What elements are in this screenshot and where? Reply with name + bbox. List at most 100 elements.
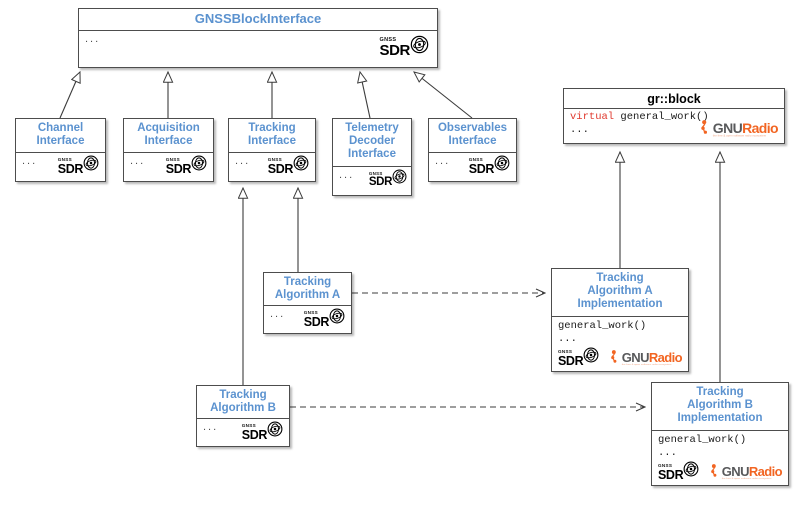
gnuradio-logo: GNURadio the free & open software radio … xyxy=(710,463,783,482)
title-line: Interface xyxy=(448,134,497,147)
class-method-general-work: general_work() xyxy=(658,434,747,446)
members-ellipsis: ... xyxy=(270,308,286,320)
members-ellipsis: ... xyxy=(22,155,38,167)
gnuradio-antenna-icon xyxy=(710,463,721,482)
edge-observables-to-gnssblockinterface xyxy=(414,72,473,119)
class-members-gr-block: virtual general_work() ... GNURadio xyxy=(564,109,784,143)
title-line: Tracking xyxy=(596,272,644,284)
gnss-logo-orbit-icon xyxy=(329,308,345,328)
gnss-logo-small-text: GNSS xyxy=(368,171,383,177)
members-ellipsis: ... xyxy=(339,169,355,181)
title-line: Tracking xyxy=(219,389,267,401)
class-members-telemetry-decoder-interface: ... GNSS SDR xyxy=(333,167,411,195)
title-line: Implementation xyxy=(677,411,763,424)
gnuradio-logo-gnu-text: GNU xyxy=(712,119,743,136)
gnss-logo-big-text: SDR xyxy=(303,314,330,329)
gnss-logo-small-text: GNSS xyxy=(558,348,573,354)
members-ellipsis: ... xyxy=(658,447,677,459)
gnss-logo-small-text: GNSS xyxy=(303,309,319,315)
gnss-logo-orbit-icon xyxy=(494,155,510,175)
class-box-tracking-algorithm-a[interactable]: Tracking Algorithm A ... GNSS SDR xyxy=(263,272,352,334)
class-box-channel-interface[interactable]: Channel Interface ... GNSS SDR xyxy=(15,118,106,182)
class-box-tracking-interface[interactable]: Tracking Interface ... GNSS SDR xyxy=(228,118,316,182)
title-line: Algorithm B xyxy=(210,401,276,414)
class-box-gnssblockinterface[interactable]: GNSSBlockInterface ... GNSS SDR xyxy=(78,8,438,68)
class-box-telemetry-decoder-interface[interactable]: Telemetry Decoder Interface ... GNSS SDR xyxy=(332,118,412,196)
gnuradio-logo-tagline: the free & open software radio ecosystem xyxy=(721,476,772,480)
class-members-channel-interface: ... GNSS SDR xyxy=(16,153,105,181)
gnss-sdr-logo: GNSS SDR xyxy=(469,155,510,175)
gnss-logo-small-text: GNSS xyxy=(57,156,73,162)
title-line: Decoder xyxy=(348,134,396,147)
class-title-gnssblockinterface: GNSSBlockInterface xyxy=(79,9,437,31)
gnss-sdr-logo: GNSS SDR xyxy=(558,347,599,367)
gnuradio-logo-gnu-text: GNU xyxy=(621,349,650,365)
members-ellipsis: ... xyxy=(558,333,577,345)
title-line: Tracking xyxy=(696,386,744,398)
gnss-sdr-logo: GNSS SDR xyxy=(58,155,99,175)
gnss-logo-orbit-icon xyxy=(83,155,99,175)
class-title-tracking-algorithm-b: Tracking Algorithm B xyxy=(197,386,289,419)
gnuradio-logo: GNURadio the free & open software radio … xyxy=(610,349,683,368)
members-ellipsis: ... xyxy=(130,155,146,167)
gnss-logo-big-text: SDR xyxy=(241,427,268,442)
title-line: Interface xyxy=(348,147,396,160)
gnss-logo-big-text: SDR xyxy=(468,161,495,176)
title-line: Algorithm A xyxy=(274,288,341,301)
class-members-tracking-algorithm-a-implementation: general_work() ... GNSS SDR xyxy=(552,317,688,371)
gnuradio-logo-radio-text: Radio xyxy=(648,349,683,365)
class-members-tracking-interface: ... GNSS SDR xyxy=(229,153,315,181)
members-ellipsis: ... xyxy=(570,124,589,136)
gnuradio-logo: GNURadio the free & open software radio … xyxy=(700,119,779,139)
edge-telemetry-to-gnssblockinterface xyxy=(360,72,371,119)
class-box-acquisition-interface[interactable]: Acquisition Interface ... GNSS SDR xyxy=(123,118,214,182)
class-title-channel-interface: Channel Interface xyxy=(16,119,105,153)
gnss-logo-small-text: GNSS xyxy=(165,156,181,162)
gnss-logo-orbit-icon xyxy=(392,169,407,188)
class-members-tracking-algorithm-b: ... GNSS SDR xyxy=(197,419,289,446)
class-title-tracking-interface: Tracking Interface xyxy=(229,119,315,153)
gnss-logo-big-text: SDR xyxy=(165,161,192,176)
gnss-logo-small-text: GNSS xyxy=(267,156,283,162)
gnss-logo-orbit-icon xyxy=(410,35,429,58)
gnss-sdr-logo: GNSS SDR xyxy=(380,35,429,58)
gnss-logo-big-text: SDR xyxy=(57,161,84,176)
gnss-logo-orbit-icon xyxy=(583,347,599,367)
class-box-gr-block[interactable]: gr::block virtual general_work() ... xyxy=(563,88,785,144)
class-box-tracking-algorithm-b[interactable]: Tracking Algorithm B ... GNSS SDR xyxy=(196,385,290,447)
gnss-logo-orbit-icon xyxy=(293,155,309,175)
class-title-tracking-algorithm-a: Tracking Algorithm A xyxy=(264,273,351,306)
gnuradio-antenna-icon xyxy=(700,119,712,139)
gnss-logo-orbit-icon xyxy=(191,155,207,175)
gnss-sdr-logo: GNSS SDR xyxy=(268,155,309,175)
gnss-logo-big-text: SDR xyxy=(558,353,584,368)
gnss-logo-big-text: SDR xyxy=(267,161,294,176)
members-ellipsis: ... xyxy=(203,421,219,433)
gnss-logo-big-text: SDR xyxy=(368,175,392,188)
class-members-tracking-algorithm-a: ... GNSS SDR xyxy=(264,306,351,333)
class-title-telemetry-decoder-interface: Telemetry Decoder Interface xyxy=(333,119,411,167)
class-title-gr-block: gr::block xyxy=(564,89,784,109)
title-line: Interface xyxy=(248,134,296,147)
gnuradio-logo-tagline: the free & open software radio ecosystem xyxy=(621,362,672,366)
class-box-observables-interface[interactable]: Observables Interface ... GNSS SDR xyxy=(428,118,517,182)
title-line: Algorithm B xyxy=(687,398,753,411)
class-title-tracking-algorithm-a-implementation: Tracking Algorithm A Implementation xyxy=(552,269,688,317)
gnss-sdr-logo: GNSS SDR xyxy=(242,421,283,441)
edge-channel-to-gnssblockinterface xyxy=(59,72,80,119)
method-name: general_work() xyxy=(620,111,709,123)
class-box-tracking-algorithm-b-implementation[interactable]: Tracking Algorithm B Implementation gene… xyxy=(651,382,789,486)
class-box-tracking-algorithm-a-implementation[interactable]: Tracking Algorithm A Implementation gene… xyxy=(551,268,689,372)
gnuradio-logo-radio-text: Radio xyxy=(742,119,778,136)
class-members-acquisition-interface: ... GNSS SDR xyxy=(124,153,213,181)
class-title-acquisition-interface: Acquisition Interface xyxy=(124,119,213,153)
gnss-logo-small-text: GNSS xyxy=(379,36,397,43)
class-title-observables-interface: Observables Interface xyxy=(429,119,516,153)
class-members-gnssblockinterface: ... GNSS SDR xyxy=(79,31,437,67)
gnss-logo-small-text: GNSS xyxy=(241,422,257,428)
gnss-logo-big-text: SDR xyxy=(379,42,411,59)
class-members-observables-interface: ... GNSS SDR xyxy=(429,153,516,181)
gnss-sdr-logo: GNSS SDR xyxy=(369,169,407,188)
members-ellipsis: ... xyxy=(85,33,101,45)
